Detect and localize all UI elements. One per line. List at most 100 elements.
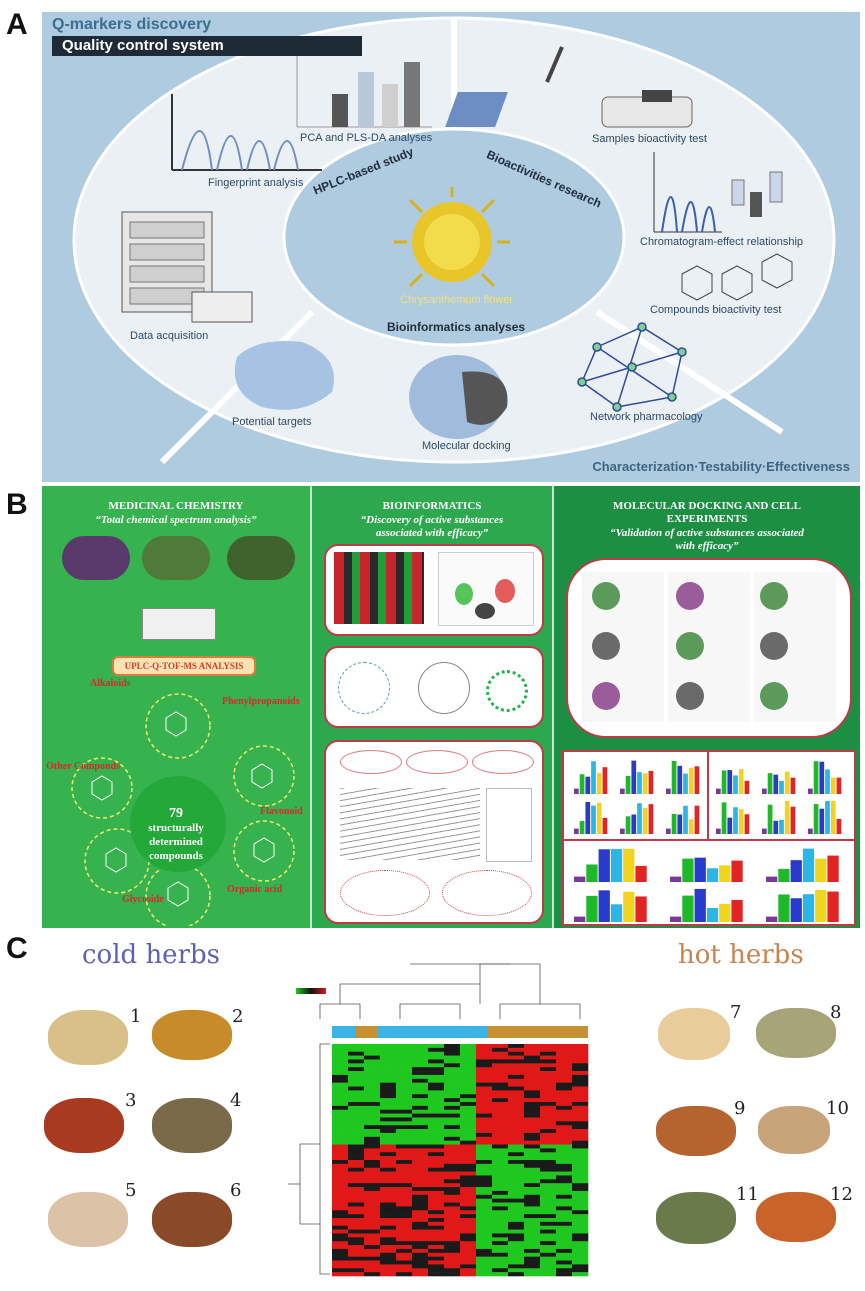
heatmap-cell [428,1226,444,1230]
panel-a-header-title: Q-markers discovery [52,16,211,34]
heatmap-cell [396,1133,412,1137]
heatmap-cell [572,1249,588,1253]
heatmap-cell [492,1199,508,1203]
heatmap-cell [444,1172,460,1176]
heatmap-cell [460,1164,476,1168]
heatmap-cell [364,1129,380,1133]
heatmap-cell [476,1172,492,1176]
heatmap-cell [380,1067,396,1071]
heatmap-cell [540,1241,556,1245]
heatmap-cell [412,1245,428,1249]
assay-bar [695,766,700,794]
heatmap-cell [348,1249,364,1253]
heatmap-cell [364,1075,380,1079]
heatmap-cell [428,1098,444,1102]
col3-title-2: EXPERIMENTS [554,513,860,525]
heatmap-cell [524,1114,540,1118]
heatmap-cell [556,1203,572,1207]
heatmap-cell [460,1226,476,1230]
heatmap-cell [556,1172,572,1176]
heatmap-cell [412,1164,428,1168]
heatmap-cell [396,1257,412,1261]
heatmap-cell [348,1214,364,1218]
heatmap-cell [332,1133,348,1137]
heatmap-cell [364,1210,380,1214]
heatmap-cell [396,1129,412,1133]
assay-bar [768,773,773,794]
assay-bar [716,829,721,834]
heatmap-cell [508,1075,524,1079]
heatmap-cell [556,1191,572,1195]
heatmap-cell [364,1218,380,1222]
heatmap-cell [348,1079,364,1083]
heatmap-cell [364,1048,380,1052]
heatmap-cell [332,1052,348,1056]
heatmap-cell [460,1083,476,1087]
heatmap-cell [508,1191,524,1195]
heatmap-cell [476,1241,492,1245]
heatmap-cell [476,1183,492,1187]
heatmap-cell [460,1121,476,1125]
heatmap-cell [524,1063,540,1067]
heatmap-cell [364,1083,380,1087]
heatmap-cell [428,1145,444,1149]
heatmap-cell [492,1160,508,1164]
heatmap-cell [524,1272,540,1276]
heatmap-cell [524,1206,540,1210]
heatmap-cell [348,1152,364,1156]
heatmap-cell [380,1087,396,1091]
heatmap-cell [412,1094,428,1098]
heatmap-cell [508,1094,524,1098]
heatmap-cell [444,1268,460,1272]
heatmap-cell [508,1044,524,1048]
heatmap-cell [444,1094,460,1098]
expression-heatmap [280,944,610,1289]
heatmap-cell [428,1129,444,1133]
heatmap-cell [332,1214,348,1218]
heatmap-cell [428,1241,444,1245]
heatmap-cell [556,1083,572,1087]
heatmap-cell [476,1145,492,1149]
heatmap-cell [396,1075,412,1079]
heatmap-cell [508,1253,524,1257]
heatmap-cell [460,1214,476,1218]
heatmap-cell [540,1272,556,1276]
heatmap-cell [524,1210,540,1214]
heatmap-cell [412,1230,428,1234]
assay-bar [779,781,784,794]
heatmap-cell [572,1075,588,1079]
heatmap-cell [444,1145,460,1149]
heatmap-cell [492,1117,508,1121]
assay-bar [611,904,622,922]
assay-bar [762,789,767,794]
heatmap-cell [572,1048,588,1052]
heatmap-cell [412,1264,428,1268]
heatmap-cell [412,1090,428,1094]
heatmap-cell [540,1121,556,1125]
heatmap-cell [572,1179,588,1183]
heatmap-cell [540,1071,556,1075]
heatmap-cell [540,1059,556,1063]
heatmap-cell [380,1114,396,1118]
heatmap-cell [460,1237,476,1241]
heatmap-cell [556,1102,572,1106]
heatmap-cell [332,1237,348,1241]
assay-bar [677,815,682,834]
assay-bar [580,821,585,834]
heatmap-cell [524,1075,540,1079]
cold-herb-3-number: 3 [125,1090,136,1111]
heatmap-cell [492,1048,508,1052]
heatmap-cell [492,1226,508,1230]
heatmap-cell [524,1129,540,1133]
assay-bar [831,801,836,834]
assay-bar [825,801,830,834]
heatmap-cell [492,1241,508,1245]
assay-bar [815,890,826,922]
heatmap-cell [572,1175,588,1179]
heatmap-cell [332,1230,348,1234]
heatmap-cell [380,1230,396,1234]
heatmap-cell [476,1114,492,1118]
heatmap-cell [332,1210,348,1214]
assay-bar [827,892,838,922]
heatmap-cell [492,1083,508,1087]
